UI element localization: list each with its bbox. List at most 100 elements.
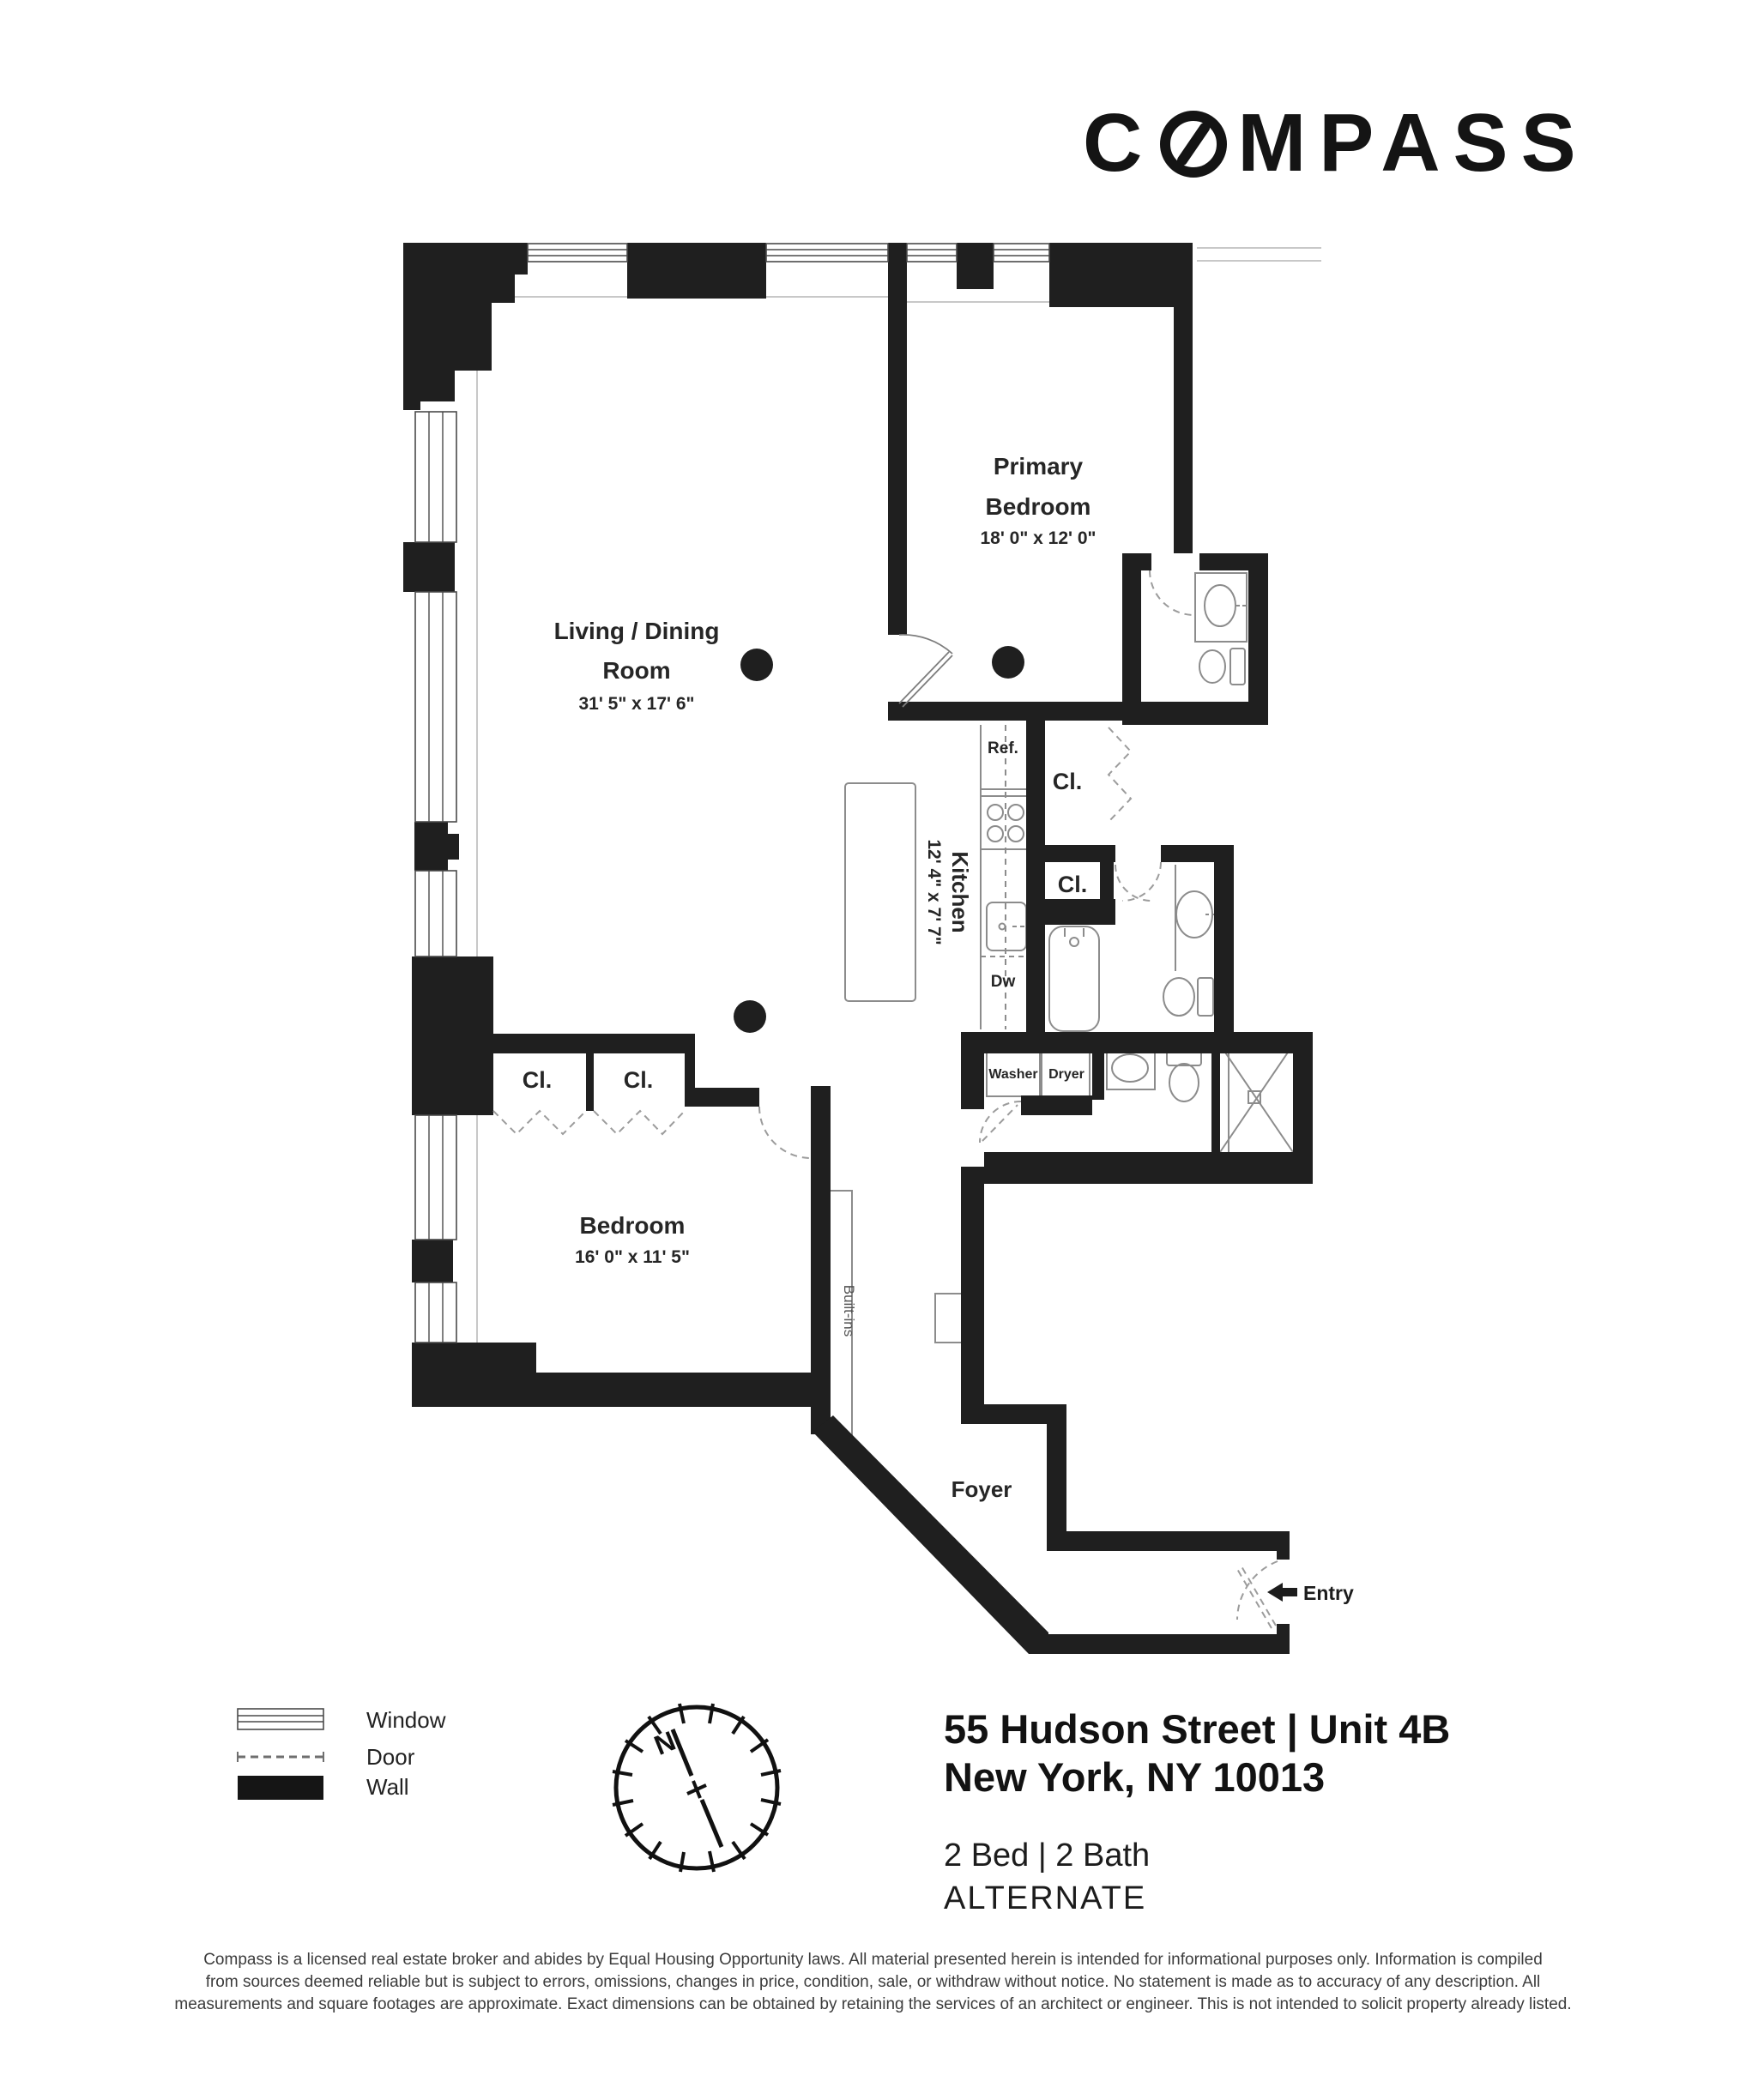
wall-ensuite-top [1141, 553, 1151, 570]
washer-label: Washer [988, 1067, 1037, 1082]
column [992, 646, 1024, 679]
column [740, 649, 773, 681]
window [993, 243, 1050, 262]
wall-mass [1026, 899, 1115, 925]
kitchen-label: Kitchen [947, 851, 973, 932]
wall-primary-bottom [888, 702, 1124, 721]
wall-top-left-stepped [403, 243, 528, 410]
logo-text-right: MPASS [1237, 97, 1589, 189]
wall-pier-left [448, 834, 459, 860]
window [414, 1114, 457, 1240]
wall-shower-divider [1211, 1045, 1220, 1156]
wall-pier-left [412, 1240, 453, 1282]
wall-foyer-bottom [1034, 1634, 1290, 1654]
toilet-bowl [1169, 1063, 1199, 1102]
sink [1111, 1053, 1149, 1083]
walls [403, 243, 1313, 1654]
living-room-label: Room [602, 657, 670, 684]
window [527, 243, 628, 262]
wall-foyer-top [1047, 1531, 1290, 1551]
primary-bedroom-label: Primary [994, 453, 1084, 480]
wall-pier-left [403, 542, 455, 592]
disclaimer-line: from sources deemed reliable but is subj… [205, 1973, 1541, 1991]
wall-pier [957, 243, 994, 289]
wall-diagonal-foyer [813, 1415, 1048, 1654]
legend-window-label: Window [366, 1707, 446, 1733]
compass-needle [670, 1729, 724, 1848]
stove-burners [987, 804, 1024, 842]
vanity [1194, 572, 1248, 643]
window [414, 411, 457, 543]
closet-label: Cl. [624, 1067, 654, 1093]
wall-entry-jamb [1277, 1531, 1290, 1560]
compass-circle [613, 1705, 780, 1871]
entry-label: Entry [1303, 1582, 1354, 1604]
shower-stall [1219, 1044, 1294, 1153]
living-room-label: Living / Dining [554, 618, 720, 644]
wall-left-corner [412, 956, 493, 1115]
wall-pier-left [414, 822, 448, 871]
entry-marker: Entry [1267, 1582, 1354, 1604]
dishwasher-label: Dw [991, 973, 1016, 991]
sink [1204, 584, 1236, 627]
door-bifold-closet [1107, 727, 1133, 823]
door-bath [1121, 861, 1162, 902]
wall-kitchen-right [1026, 718, 1045, 1038]
wall-ensuite-left [1122, 553, 1141, 703]
living-room-dims: 31' 5" x 17' 6" [579, 694, 695, 714]
doors [492, 570, 1278, 1629]
door-primary-bedroom [898, 634, 953, 708]
address-line1: 55 Hudson Street | Unit 4B [944, 1706, 1451, 1752]
wall-ensuite-right [1248, 566, 1268, 725]
wall-laundry-divider [1092, 1045, 1104, 1100]
legend-wall-label: Wall [366, 1774, 409, 1800]
primary-bedroom-dims: 18' 0" x 12' 0" [981, 528, 1097, 548]
window [414, 591, 457, 823]
legend-door-symbol [237, 1752, 324, 1762]
wall-top [627, 243, 766, 299]
wall-hall-right [961, 1032, 984, 1109]
door-ensuite [1149, 570, 1195, 616]
built-ins-label: Built-ins [841, 1285, 857, 1337]
bathtub [1048, 926, 1100, 1032]
door-laundry [979, 1101, 1022, 1144]
refrigerator-label: Ref. [988, 739, 1018, 757]
wall-jog [961, 1404, 1066, 1424]
wall-bath-bottom-band [961, 1032, 1313, 1053]
wall-top-right-corner [1049, 243, 1193, 307]
toilet-tank [1197, 977, 1214, 1017]
window [906, 243, 958, 262]
toilet-bowl [1199, 649, 1226, 684]
compass-logo: C MPASS [1083, 96, 1589, 190]
wall-foyer-left [1047, 1424, 1066, 1551]
wall-living-primary-divider [888, 243, 907, 635]
disclaimer-line: measurements and square footages are app… [174, 1995, 1572, 2013]
toilet-tank [1229, 648, 1246, 685]
wall-bottom-band [984, 1152, 1313, 1184]
address-line2: New York, NY 10013 [944, 1754, 1326, 1800]
wall-bedroom-hall [811, 1086, 831, 1434]
compass-ticks [612, 1703, 782, 1873]
bedroom-label: Bedroom [580, 1212, 686, 1239]
wall-ensuite-bottom [1122, 702, 1268, 725]
wall-bedroom-bottom [532, 1373, 815, 1407]
entry-arrow-icon [1267, 1583, 1297, 1602]
dryer-label: Dryer [1048, 1067, 1084, 1082]
logo-text-left: C [1083, 97, 1156, 189]
wall-hall-right [961, 1167, 984, 1424]
room-labels: Living / Dining Room 31' 5" x 17' 6" Pri… [523, 453, 1097, 1502]
closet-label: Cl. [523, 1067, 553, 1093]
windows [414, 243, 1050, 1343]
legend-wall-symbol [238, 1776, 323, 1800]
door-bifold-closet [593, 1109, 686, 1136]
wall-primary-right [1174, 243, 1193, 553]
door-entry [1236, 1560, 1278, 1629]
kitchen-island [844, 782, 916, 1002]
legend: Window Door Wall [237, 1707, 446, 1800]
door-bedroom [758, 1106, 812, 1159]
wall-closet-right [1100, 862, 1114, 899]
wall-closet-top [493, 1034, 695, 1053]
compass-o-slash-icon [1160, 111, 1228, 178]
